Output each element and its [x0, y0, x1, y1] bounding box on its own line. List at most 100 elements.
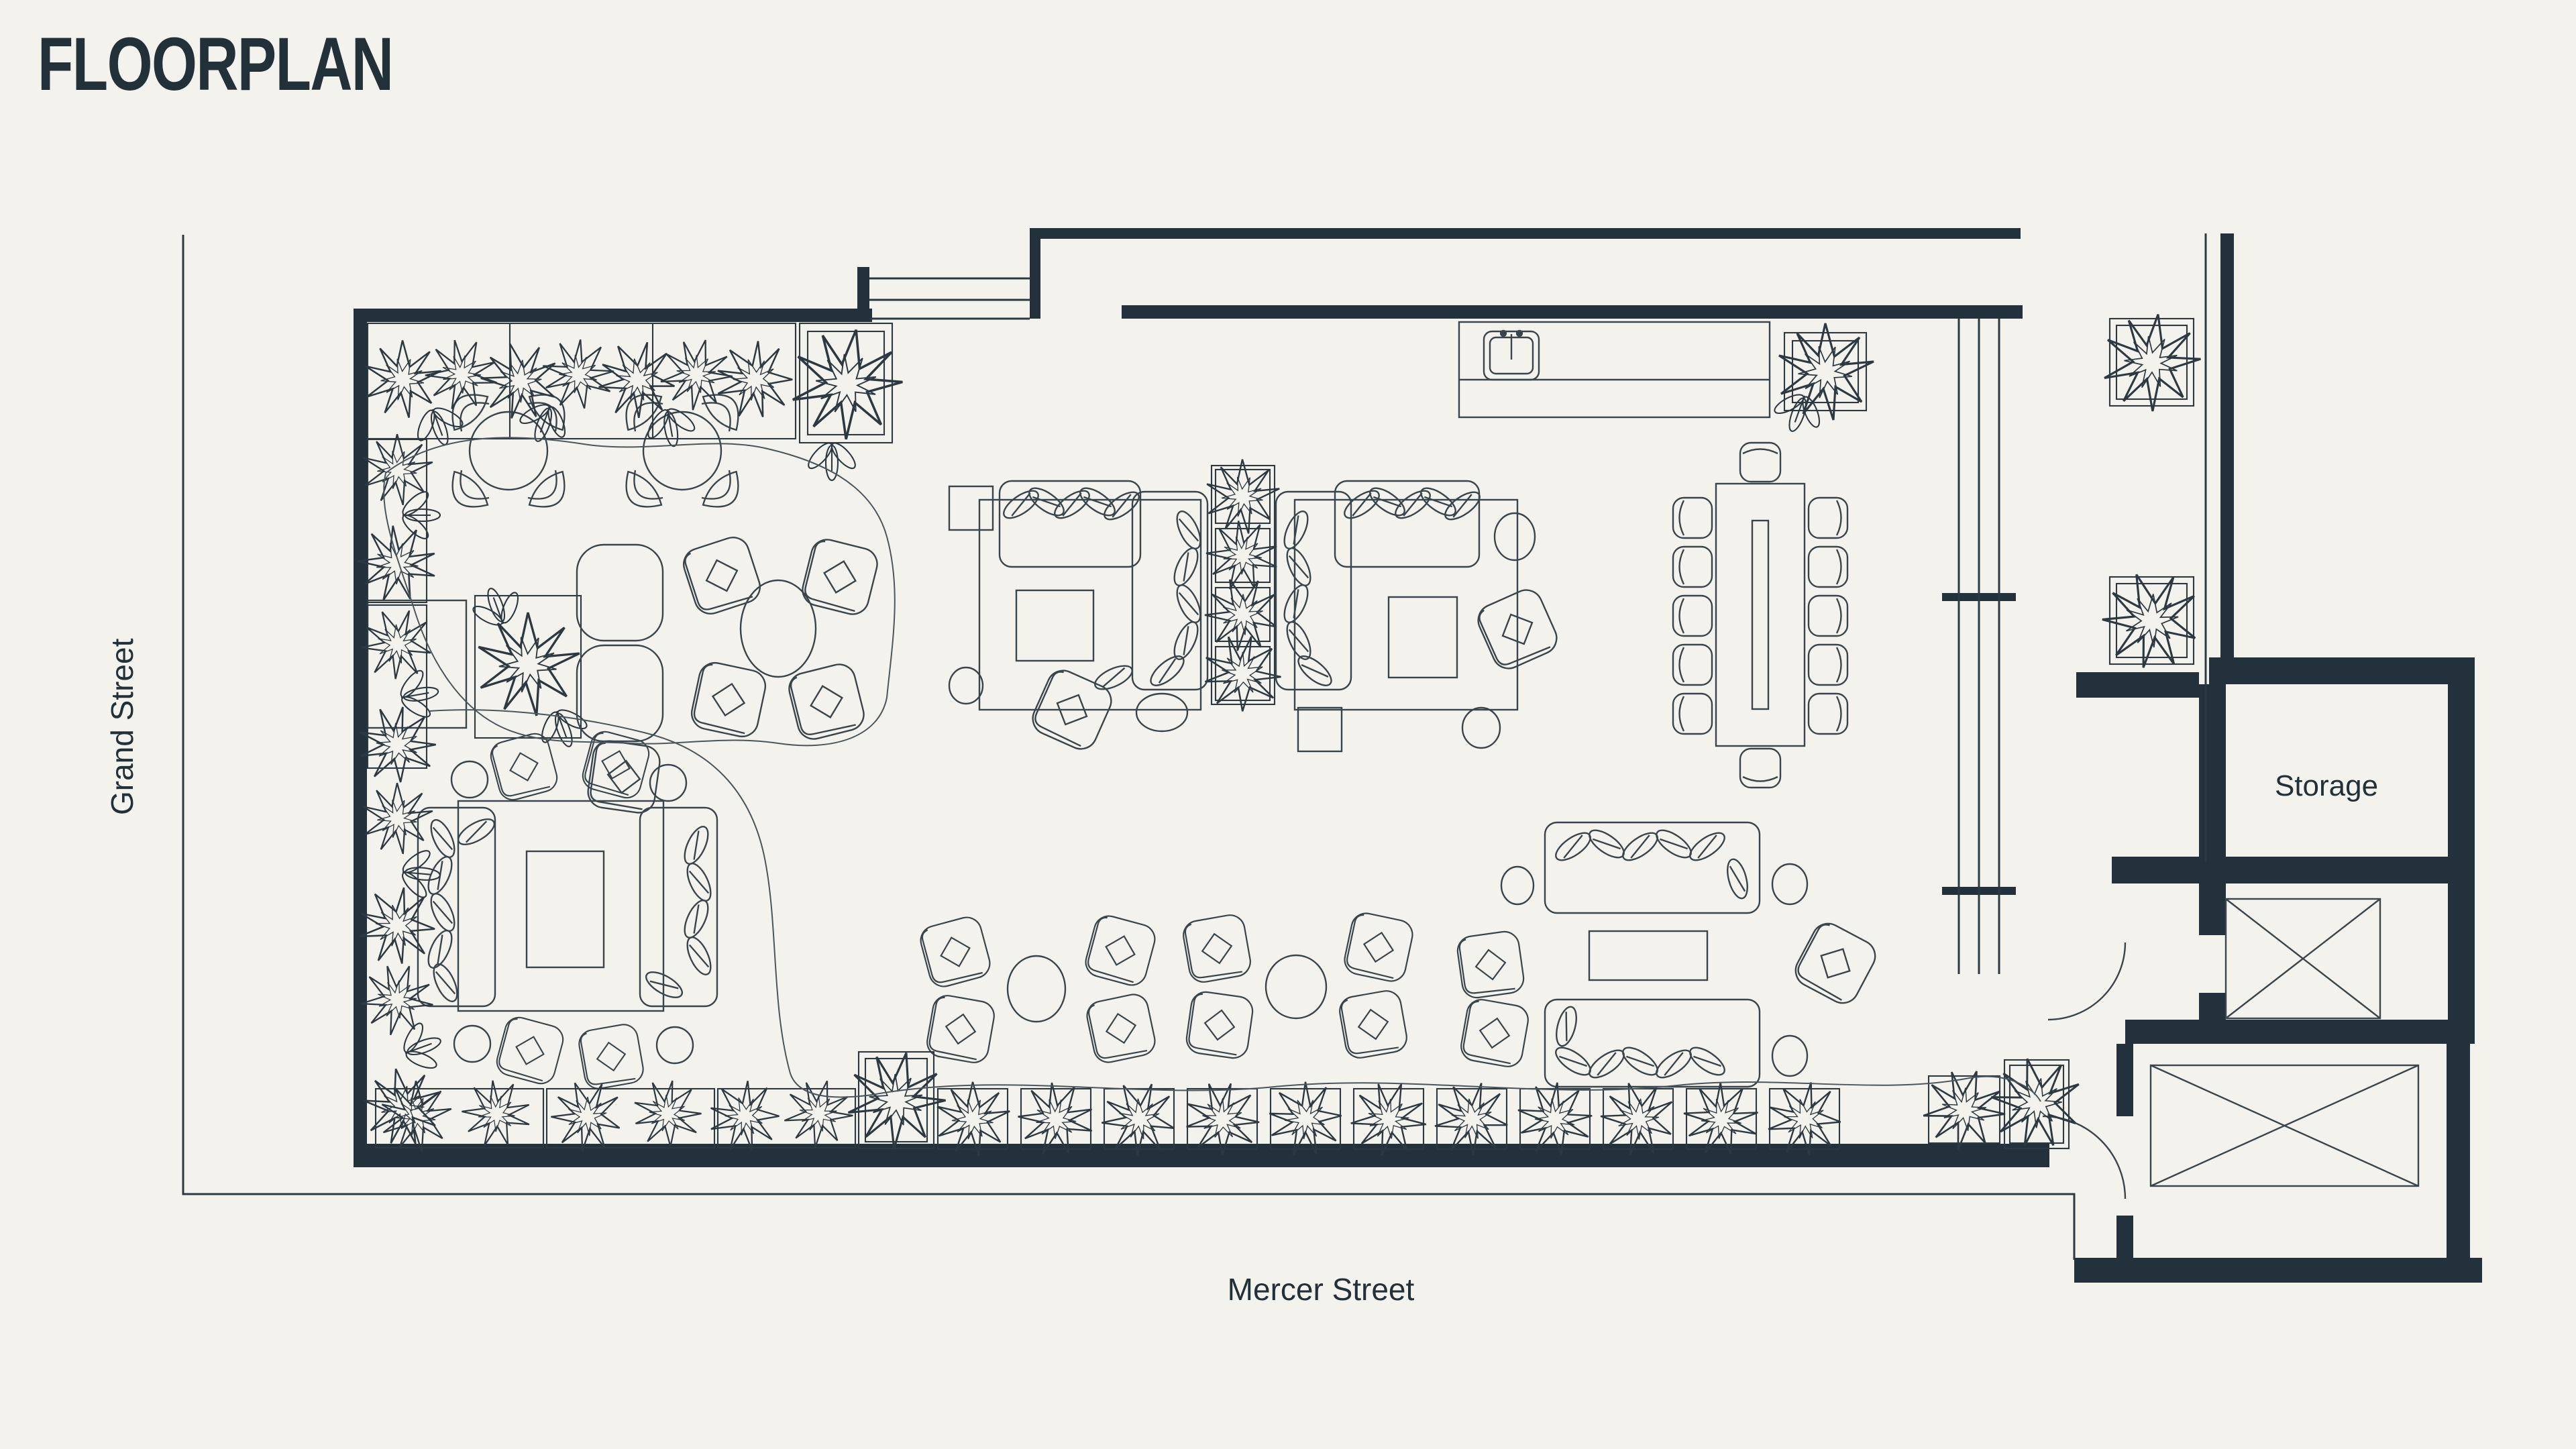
wall-stair-left — [857, 267, 869, 322]
round-table-group — [440, 382, 577, 519]
dining-chair — [1807, 692, 1849, 735]
planter — [936, 1087, 1009, 1150]
dining-chair — [1807, 545, 1849, 588]
sofa-cushions — [423, 813, 499, 1006]
pouf — [1461, 706, 1501, 749]
armchair — [1789, 917, 1882, 1010]
wall-storage-top — [2209, 657, 2475, 684]
glass-wall-right — [1957, 319, 2000, 974]
sofa-cushions — [1550, 1004, 1730, 1084]
pouf — [1771, 1034, 1809, 1077]
lounge-chair — [1454, 928, 1527, 1001]
street-label-grand: Grand Street — [105, 638, 140, 815]
sofa — [1334, 480, 1481, 568]
sofa-group-right — [1275, 480, 1563, 753]
lounge-chair — [916, 913, 994, 991]
planter — [716, 1087, 857, 1149]
shell-chair — [614, 466, 667, 519]
wall-top-lower — [1122, 305, 2023, 319]
elevator-1 — [2224, 898, 2381, 1020]
planter-row-top — [364, 319, 912, 482]
plant-icon — [839, 1042, 955, 1159]
dining-chair — [1739, 747, 1782, 789]
storage-room-label: Storage — [2275, 769, 2378, 802]
round-table — [642, 411, 722, 491]
coffee-table — [1015, 589, 1095, 662]
shell-chair — [523, 466, 577, 519]
wall-storage-right — [2448, 657, 2475, 1044]
side-table — [948, 485, 994, 531]
armchair-cluster — [585, 532, 881, 816]
planter — [1914, 1058, 2016, 1161]
plant-icon — [2098, 307, 2207, 418]
planter — [1214, 586, 1271, 643]
pouf — [655, 1026, 694, 1065]
planter — [1685, 1087, 1758, 1150]
dining-chair — [1672, 692, 1713, 735]
table-runner — [1751, 519, 1770, 710]
lounge-chair-zone — [916, 910, 1532, 1070]
wall-elev2-right — [2447, 1044, 2470, 1258]
coffee-table — [525, 850, 605, 969]
oval-table — [1265, 954, 1328, 1020]
dining-chair — [1672, 496, 1713, 539]
lounge-chair — [1083, 991, 1159, 1066]
plant-icon — [392, 663, 444, 726]
stairs — [869, 277, 1030, 320]
wall-lobby-left-upper — [2199, 883, 2226, 935]
lounge-chair — [1183, 989, 1256, 1061]
dining-chairs — [1672, 441, 1849, 789]
pouf — [1500, 865, 1535, 906]
plant-icon — [529, 324, 629, 425]
planter — [839, 1042, 955, 1159]
pouf — [450, 760, 489, 799]
plant-icon — [784, 319, 912, 449]
planters-corridor — [2091, 307, 2214, 682]
sofa-cushions — [1279, 507, 1337, 692]
armchair — [493, 1014, 567, 1087]
plant-icon — [392, 1014, 451, 1081]
street-label-mercer: Mercer Street — [1228, 1272, 1415, 1307]
sink — [1483, 329, 1540, 381]
round-table — [468, 411, 549, 491]
booth-bench — [576, 644, 664, 743]
planter — [366, 322, 797, 440]
armchair — [576, 1021, 647, 1092]
wall-corridor-stub — [2076, 672, 2199, 698]
shell-chair — [440, 466, 494, 519]
pouf — [649, 763, 688, 802]
planter — [545, 1087, 716, 1149]
planter — [374, 1087, 545, 1149]
elevator-2 — [2149, 1064, 2420, 1187]
elevator-core — [2042, 898, 2420, 1199]
coffee-table — [1588, 930, 1709, 981]
kitchen-bar — [1458, 321, 1875, 441]
pouf — [1135, 692, 1189, 733]
pouf — [453, 1024, 492, 1063]
booth-area — [366, 543, 664, 757]
wall-elev2-left-upper — [2116, 1044, 2133, 1116]
sidewalk-boundary-line — [182, 235, 2076, 1260]
kitchen-counter — [1458, 321, 1771, 419]
dining-chair — [1739, 441, 1782, 483]
side-table — [1297, 706, 1343, 753]
sofa-cushions — [1091, 507, 1206, 695]
wall-top-upper — [1030, 228, 2021, 239]
sofa-group-bottom-right — [1500, 821, 1882, 1088]
wall-right-outer — [2220, 233, 2234, 672]
plant-icon — [415, 327, 510, 423]
lounge-chair — [1081, 912, 1159, 989]
plant-icon — [639, 400, 702, 452]
planter — [1210, 464, 1276, 706]
sofa — [998, 480, 1142, 568]
booth-bench — [576, 543, 664, 642]
armchair — [678, 532, 765, 619]
lounge-chair — [924, 992, 998, 1066]
pouf — [1493, 512, 1536, 561]
wall-top-main — [354, 309, 872, 322]
planter — [1020, 1087, 1092, 1150]
plant-icon — [405, 396, 472, 455]
wall-elev2-bottom — [2074, 1258, 2482, 1283]
planter-column-left — [342, 433, 453, 1152]
